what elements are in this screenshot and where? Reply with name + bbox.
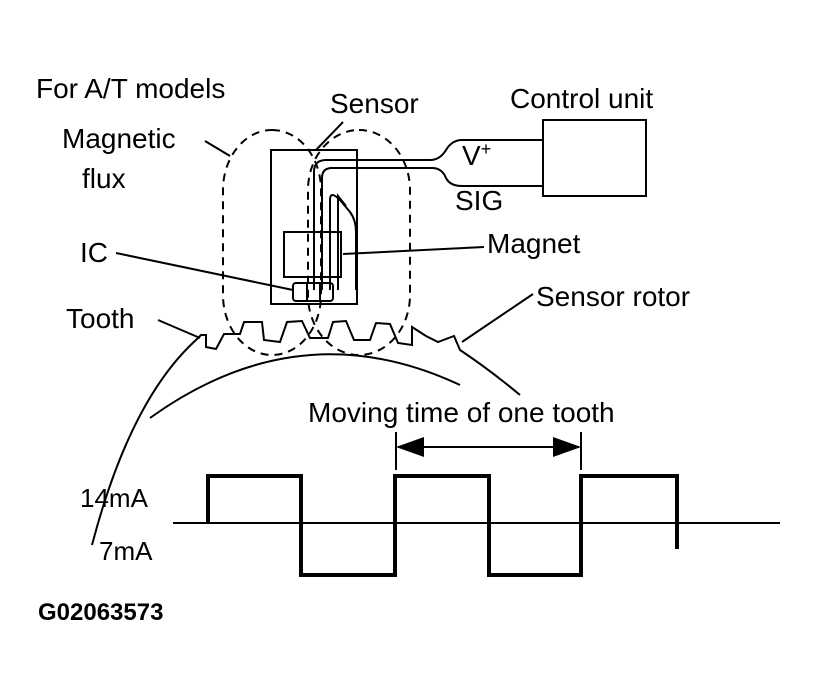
wire-sig — [321, 167, 543, 290]
ic-leader-line — [115, 252, 294, 291]
low-level-label: 7mA — [99, 536, 153, 566]
sensor-housing — [270, 149, 358, 305]
high-level-label: 14mA — [80, 483, 149, 513]
magnet-block — [283, 231, 342, 278]
sensor-label: Sensor — [330, 88, 419, 119]
v-plus-label: V+ — [462, 139, 491, 171]
wire-inner-branch — [337, 193, 347, 290]
magnet-label: Magnet — [487, 228, 581, 259]
wire-inner-loop — [329, 194, 357, 290]
ic-chip — [292, 282, 334, 302]
magnetic-flux-leader-line — [204, 140, 231, 157]
wire-v-plus — [313, 139, 543, 290]
moving-time-label: Moving time of one tooth — [308, 397, 615, 428]
current-waveform — [206, 474, 679, 577]
sensor-rotor-profile — [91, 319, 521, 546]
magnetic-label: Magnetic — [62, 123, 176, 154]
sensor-rotor-inner-arc — [149, 353, 461, 419]
magnet-leader-line — [342, 246, 485, 255]
figure-id: G02063573 — [38, 599, 163, 626]
control-unit-box — [542, 119, 647, 197]
flux-label: flux — [82, 163, 126, 194]
ic-label: IC — [80, 237, 108, 268]
magnetic-flux-loop-right — [307, 129, 411, 356]
sensor-rotor-leader-line — [461, 293, 534, 343]
tooth-leader-line — [157, 319, 201, 339]
tooth-label: Tooth — [66, 303, 135, 334]
sensor-leader-line — [315, 121, 344, 151]
sensor-rotor-label: Sensor rotor — [536, 281, 690, 312]
diagram-title: For A/T models — [36, 73, 225, 104]
magnetic-flux-loop-left — [222, 129, 322, 356]
control-unit-label: Control unit — [510, 83, 653, 114]
sig-label: SIG — [455, 185, 503, 216]
